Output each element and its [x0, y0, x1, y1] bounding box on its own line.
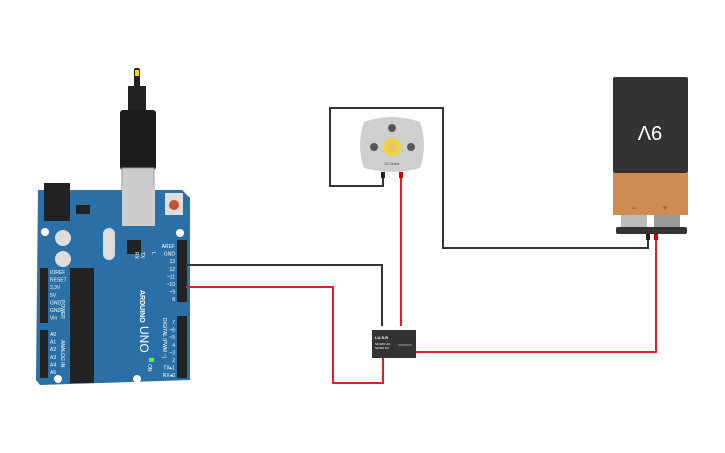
- analog-header[interactable]: [40, 330, 48, 378]
- power-label: POWER: [59, 300, 65, 319]
- pin-label: A4: [50, 362, 56, 368]
- pin-label: ~5: [169, 335, 175, 341]
- pin-label: 5V: [50, 293, 57, 299]
- pin-label: Vin: [50, 316, 57, 322]
- pin-label: A3: [50, 355, 56, 361]
- tx-led-label: TX: [139, 252, 145, 259]
- pin-label: 7: [172, 320, 175, 326]
- pin-label: 2: [172, 358, 175, 364]
- analog-label: ANALOG IN: [59, 340, 65, 368]
- pin-label: RX◂0: [163, 373, 175, 379]
- arduino-uno-board[interactable]: ARDUINO UNO DIGITAL (PWM ~) POWER ANALOG…: [36, 183, 190, 385]
- digital-label: DIGITAL (PWM ~): [161, 318, 167, 358]
- rx-led-label: RX: [133, 252, 139, 260]
- pin-label: ~6: [169, 328, 175, 334]
- pin-label: 12: [169, 267, 175, 273]
- digital-header-low[interactable]: [177, 316, 187, 378]
- pin-label: ~10: [167, 282, 176, 288]
- motor-label: DC Motor: [385, 162, 401, 166]
- battery-9v[interactable]: 9V − +: [613, 77, 688, 240]
- pin-label: ~9: [169, 290, 175, 296]
- dc-motor[interactable]: DC Motor: [360, 117, 424, 178]
- pin-label: AREF: [162, 244, 175, 250]
- pin-label: GND: [50, 308, 62, 314]
- power-jack: [44, 183, 70, 221]
- pin-label: A5: [50, 370, 56, 376]
- l-led-label: L: [150, 252, 156, 255]
- pin-label: ~3: [169, 350, 175, 356]
- model-label: UNO: [137, 326, 151, 353]
- on-led-label: ON: [146, 364, 152, 372]
- battery-label: 9V: [637, 121, 662, 143]
- wire-battery-pos-to-relay[interactable]: [415, 238, 657, 353]
- pin-label: A2: [50, 347, 56, 353]
- pin-label: A0: [50, 332, 56, 338]
- wire-pin11-to-relay[interactable]: [186, 286, 384, 384]
- microcontroller-chip: [70, 268, 94, 383]
- battery-pos-label: +: [662, 203, 667, 213]
- pin-label: TX▸1: [163, 366, 175, 372]
- relay-rating-ac: 5A/125V AC: [375, 342, 390, 346]
- power-header[interactable]: [40, 268, 48, 323]
- pin-label: A1: [50, 340, 56, 346]
- pin-label: 3.3V: [50, 285, 61, 291]
- pin-label: 8: [172, 297, 175, 303]
- brand-label: ARDUINO: [138, 290, 145, 323]
- pin-label: GND: [164, 252, 176, 258]
- relay-label: LU-5-R: [375, 335, 388, 340]
- pin-label: GND: [50, 300, 62, 306]
- relay[interactable]: LU-5-R 5A/125V AC 5A/30V DC: [372, 330, 416, 358]
- pin-label: 4: [172, 343, 175, 349]
- pin-label: RESET: [50, 278, 67, 284]
- digital-header-high[interactable]: [177, 240, 187, 302]
- pin-label: ~11: [167, 274, 175, 280]
- wire-motor-to-battery-neg[interactable]: [329, 107, 649, 249]
- relay-rating-dc: 5A/30V DC: [375, 346, 389, 350]
- wire-gnd-to-relay[interactable]: [186, 264, 383, 326]
- battery-neg-label: −: [631, 203, 636, 213]
- pin-label: 13: [169, 259, 175, 265]
- pin-label: IOREF: [50, 270, 65, 276]
